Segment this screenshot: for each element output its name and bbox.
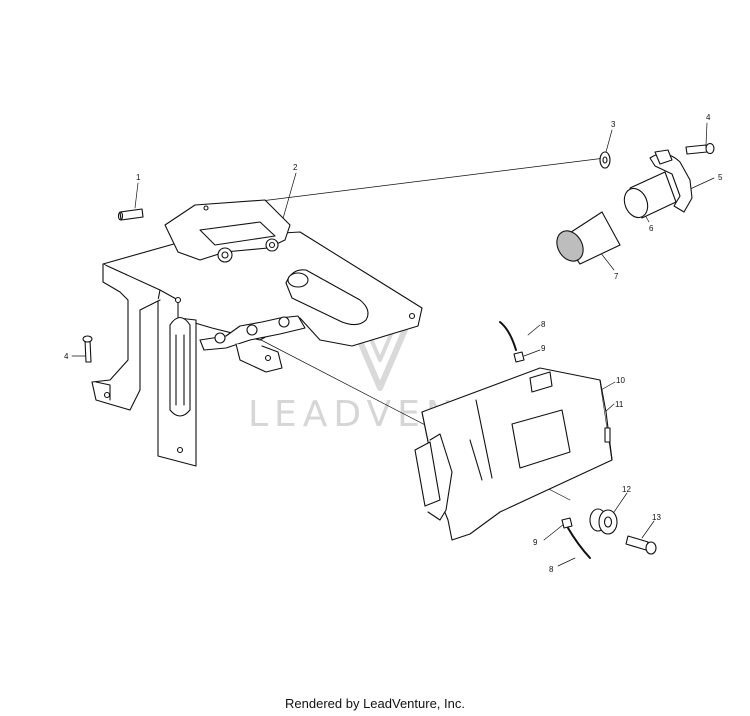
callout-13: 13 xyxy=(652,513,661,522)
clamp-part-5 xyxy=(649,149,693,213)
bolt-part-13 xyxy=(625,535,657,555)
washer-part-3 xyxy=(599,151,611,169)
bolt-part-4-lower xyxy=(82,335,93,363)
main-bracket-part-2 xyxy=(91,199,423,467)
cover-part-7 xyxy=(556,211,621,265)
wire-part-8-lower xyxy=(567,527,591,559)
pin-part-1 xyxy=(117,208,144,221)
callout-12: 12 xyxy=(622,485,631,494)
callout-4-lower: 4 xyxy=(64,352,69,361)
footer-credit: Rendered by LeadVenture, Inc. xyxy=(285,696,465,711)
callout-5: 5 xyxy=(718,173,723,182)
bolt-part-4-upper xyxy=(685,142,715,155)
callout-4-upper: 4 xyxy=(706,113,711,122)
callout-labels: 1 2 3 4 4 5 6 7 8 9 10 11 12 13 9 8 xyxy=(64,113,723,574)
callout-7: 7 xyxy=(614,272,619,281)
cylinder-part-6 xyxy=(623,171,677,219)
nut-part-9-upper xyxy=(513,351,525,363)
parts-diagram: LEADVENTURE xyxy=(64,113,723,574)
grommet-part-12 xyxy=(589,508,618,535)
callout-9-upper: 9 xyxy=(541,344,546,353)
callout-10: 10 xyxy=(616,376,625,385)
nut-part-9-lower xyxy=(561,517,573,529)
callout-8-upper: 8 xyxy=(541,320,546,329)
wire-part-8-upper xyxy=(499,321,517,351)
callout-3: 3 xyxy=(611,120,616,129)
callout-8-lower: 8 xyxy=(549,565,554,574)
callout-2: 2 xyxy=(293,163,298,172)
callout-9-lower: 9 xyxy=(533,538,538,547)
callout-6: 6 xyxy=(649,224,654,233)
callout-11: 11 xyxy=(615,400,624,409)
label-area-part-10 xyxy=(511,409,571,469)
callout-1: 1 xyxy=(136,173,141,182)
